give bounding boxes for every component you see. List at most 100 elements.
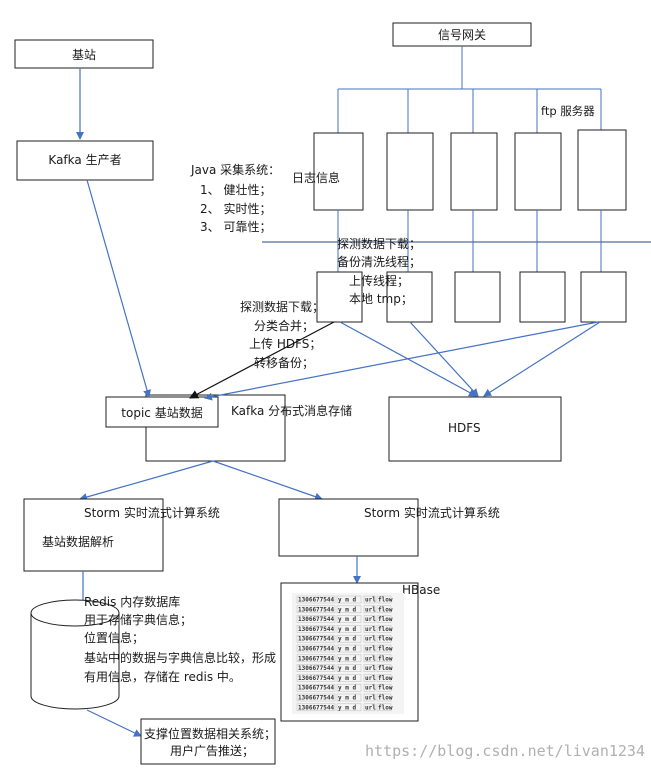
hbase-cell-box [296,654,336,663]
hbase-cell: url [365,626,376,633]
hbase-cell: flow [378,626,393,633]
hbase-cell: url [365,636,376,643]
hbase-cell-box [336,683,362,692]
hbase-cell-box [363,703,376,712]
hbase-cell: flow [378,675,393,682]
hdfs-label: HDFS [448,421,481,435]
hbase-cell: y m d [338,665,356,672]
hbase-cell-box [363,693,376,702]
hbase-cell-box [376,644,392,653]
hbase-cell: y m d [338,695,356,702]
hbase-cell: y m d [338,704,356,711]
topic-box [105,396,219,428]
redis-line-4: 有用信息，存储在 redis 中。 [84,669,241,684]
hbase-cell-box [296,674,336,682]
hbase-cell: y m d [338,655,356,662]
hbase-cell: 1306677544 [298,646,335,653]
redis-line-3: 基站中的数据与字典信息比较，形成 [84,650,276,665]
hbase-cell-box [296,664,336,672]
storm-left-label: Storm 实时流式计算系统 [84,505,220,520]
hbase-cell: y m d [338,685,356,692]
hbase-cell: url [365,646,376,653]
probe-right-3: 上传线程； [349,273,409,288]
arrow-kafka-to-storm-right [212,460,323,501]
hbase-cell-box [363,644,376,653]
hbase-cell-box [336,664,362,672]
hbase-cell-box [363,634,376,643]
hbase-cell-box [376,595,392,604]
hbase-cell-box [336,625,362,633]
hbase-cell: flow [378,646,393,653]
hbase-cell: y m d [338,606,356,613]
hbase-cell: 1306677544 [298,636,335,643]
arrow-redis-to-support [86,709,142,737]
base-station-label: 基站 [72,48,96,62]
hbase-cell: 1306677544 [298,695,335,702]
hbase-cell: flow [378,616,393,623]
hbase-cell-box [336,674,362,682]
hbase-cell: flow [378,685,393,692]
probe-right-1: 探测数据下载； [337,236,421,251]
probe-left-2: 分类合并； [254,318,314,333]
hbase-cell: 1306677544 [298,606,335,613]
arrow-collectors-to-topic [204,321,599,401]
java-collect-item-3: 3、 可靠性； [200,220,271,234]
java-collect-item-2: 2、 实时性； [200,201,271,216]
collector-box-2 [386,271,433,323]
arrow-collector2-to-hdfs [409,321,479,397]
redis-line-1: 用于存储字典信息； [84,612,192,627]
topic-label: topic 基站数据 [121,405,202,420]
hbase-cell-box [363,683,376,692]
hbase-cell: url [365,695,376,702]
java-collect-item-1: 1、 健壮性； [200,183,271,197]
redis-line-2: 位置信息； [84,630,144,645]
probe-left-1: 探测数据下载； [240,299,324,314]
hbase-cell-box [336,615,362,623]
hdfs-box [388,396,562,462]
hbase-cell-box [376,683,392,692]
ftp-box-4 [514,132,562,211]
hbase-cell: 1306677544 [298,597,335,604]
arrow-collector-to-topic [189,321,335,399]
storm-right-label: Storm 实时流式计算系统 [364,505,500,520]
collector-box-3 [454,271,501,323]
support-line-1: 支撑位置数据相关系统； [144,726,276,741]
hbase-cell-box [336,703,362,712]
log-info-label: 日志信息 [292,170,340,185]
hbase-cell-box [376,654,392,663]
hbase-cell-box [376,703,392,712]
hbase-cell: url [365,675,376,682]
hbase-cell: flow [378,704,393,711]
hbase-cell: 1306677544 [298,704,335,711]
probe-right-2: 备份清洗线程； [337,254,421,269]
ftp-box-3 [450,132,498,211]
kafka-store-label: Kafka 分布式消息存储 [231,403,352,418]
collector-box-1 [316,271,363,323]
watermark-text: https://blog.csdn.net/livan1234 [365,742,645,760]
hbase-cell: flow [378,655,393,662]
hbase-cell: url [365,655,376,662]
storm-left-box [23,498,164,572]
java-collect-title: Java 采集系统： [190,162,280,177]
collector-box-4 [519,271,566,323]
redis-cylinder-body [30,613,120,710]
hbase-cell-box [336,605,362,614]
hbase-cell-box [296,625,336,633]
hbase-cell-box [336,654,362,663]
hbase-cell-box [363,605,376,614]
hbase-cell-box [296,634,336,643]
hbase-cell-box [363,674,376,682]
ftp-box-2 [386,132,434,211]
hbase-cell: 1306677544 [298,665,335,672]
signal-gateway-label: 信号网关 [438,28,486,42]
hbase-cell-box [376,674,392,682]
hbase-cell-box [376,634,392,643]
hbase-cell-box [296,683,336,692]
kafka-producer-label: Kafka 生产者 [48,153,121,167]
redis-cylinder-top [30,599,120,627]
storm-left-sub-label: 基站数据解析 [42,534,114,549]
hbase-cell: url [365,606,376,613]
hbase-cell-box [296,615,336,623]
ftp-box-5 [577,129,627,211]
